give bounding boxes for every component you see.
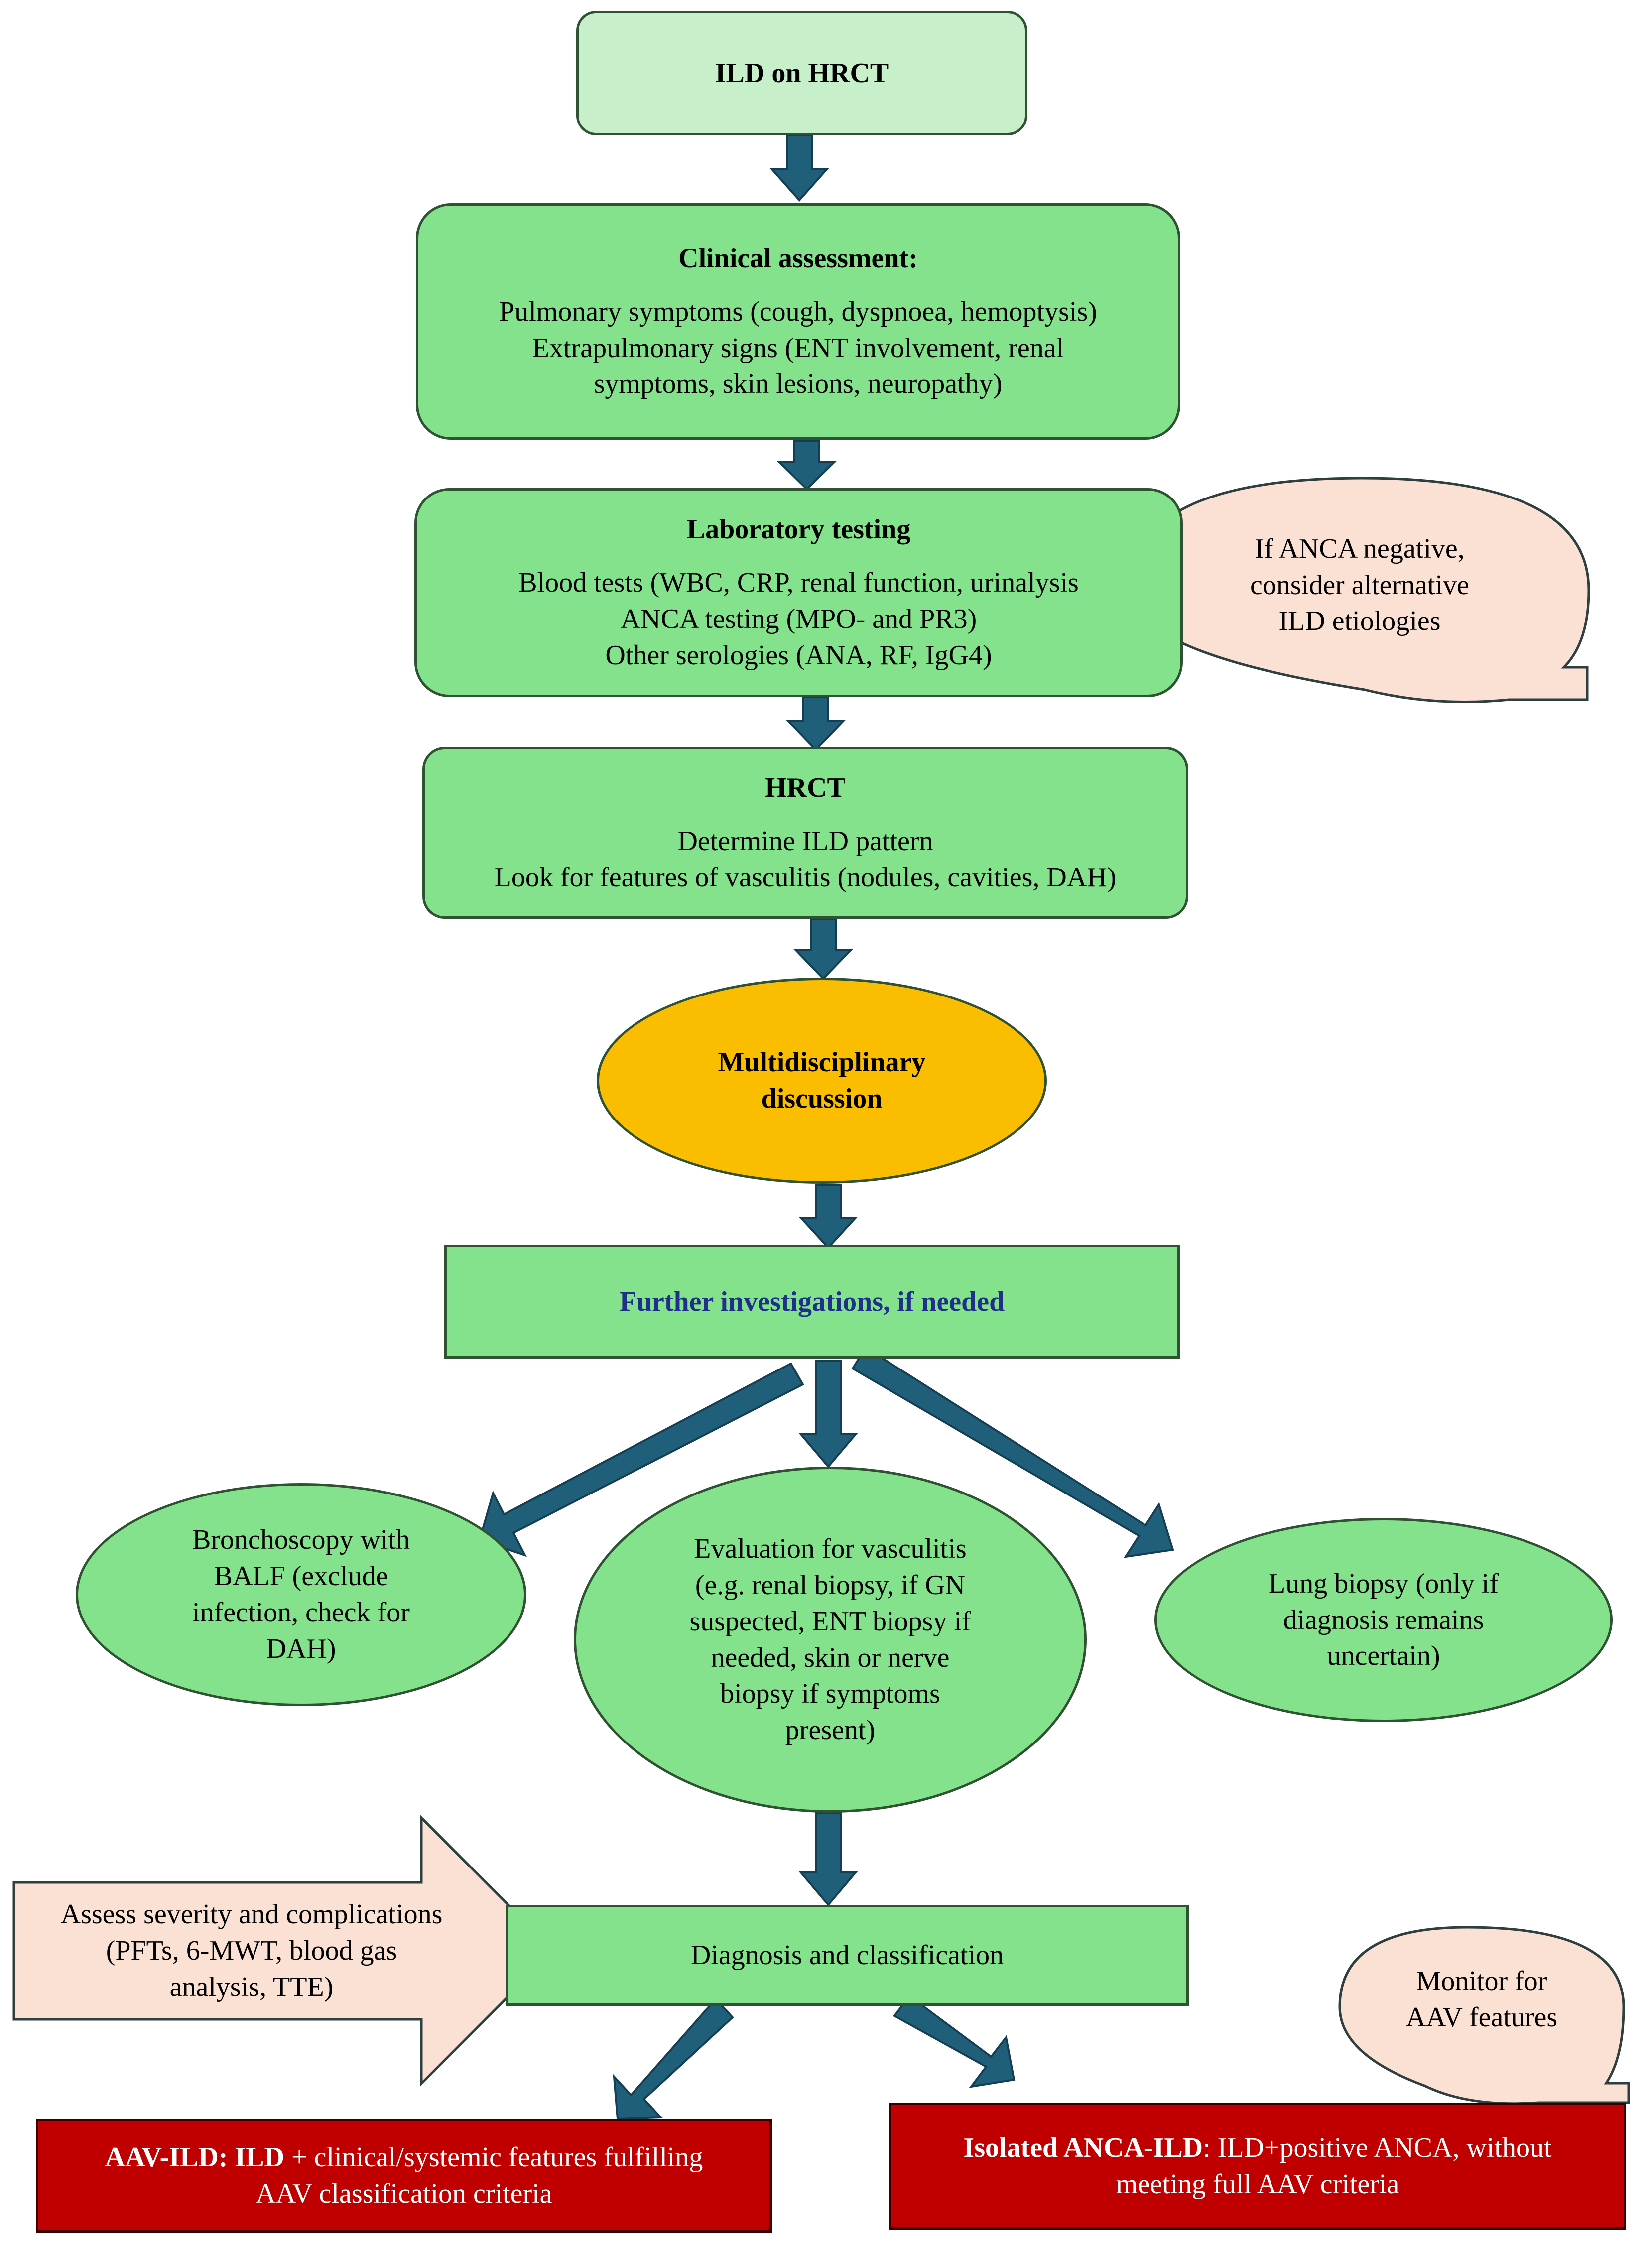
- anca-negative-line: consider alternative: [1250, 569, 1469, 601]
- severity-text: Assess severity and complications (PFTs,…: [20, 1887, 483, 2014]
- clinical-assessment-title: Clinical assessment:: [678, 243, 918, 274]
- bronchoscopy-line: infection, check for: [192, 1597, 410, 1628]
- lung-biopsy-line: Lung biopsy (only if: [1269, 1568, 1499, 1599]
- severity-block-arrow: [12, 1814, 556, 2087]
- monitor-text: Monitor for AAV features: [1345, 1940, 1619, 2059]
- laboratory-testing-line: ANCA testing (MPO- and PR3): [620, 604, 977, 634]
- bronchoscopy-line: BALF (exclude: [214, 1561, 388, 1592]
- bronchoscopy-ellipse: Bronchoscopy with BALF (exclude infectio…: [76, 1483, 526, 1706]
- aav-ild-box: AAV-ILD: ILD + clinical/systemic feature…: [36, 2119, 772, 2233]
- hrct-line: Look for features of vasculitis (nodules…: [494, 862, 1117, 893]
- further-investigations-title: Further investigations, if needed: [619, 1286, 1005, 1317]
- vasculitis-evaluation-line: (e.g. renal biopsy, if GN: [695, 1569, 966, 1601]
- vasculitis-evaluation-line: biopsy if symptoms: [720, 1678, 940, 1710]
- clinical-assessment-box: Clinical assessment: Pulmonary symptoms …: [416, 203, 1180, 440]
- arrow-clinical-to-lab: [777, 440, 837, 491]
- ild-on-hrct-title: ILD on HRCT: [715, 57, 889, 89]
- anca-negative-line: ILD etiologies: [1278, 606, 1441, 637]
- arrow-diagnosis-to-aav-ild: [613, 1997, 734, 2120]
- vasculitis-evaluation-line: Evaluation for vasculitis: [694, 1533, 967, 1565]
- mdd-line: discussion: [761, 1083, 883, 1114]
- severity-line: analysis, TTE): [169, 1971, 334, 2002]
- arrow-diagnosis-to-isolated: [893, 1994, 1016, 2088]
- anca-negative-text: If ANCA negative, consider alternative I…: [1145, 503, 1574, 667]
- severity-line: Assess severity and complications: [60, 1899, 443, 1930]
- isolated-rest: : ILD+positive ANCA, without: [1203, 2132, 1552, 2163]
- lung-biopsy-line: uncertain): [1327, 1640, 1440, 1672]
- aav-ild-rest: + clinical/systemic features fulfilling: [284, 2142, 703, 2173]
- laboratory-testing-box: Laboratory testing Blood tests (WBC, CRP…: [414, 488, 1183, 697]
- isolated-line2: meeting full AAV criteria: [1116, 2168, 1399, 2200]
- laboratory-testing-line: Other serologies (ANA, RF, IgG4): [605, 639, 992, 671]
- multidisciplinary-discussion-ellipse: Multidisciplinary discussion: [597, 978, 1047, 1184]
- bronchoscopy-line: DAH): [266, 1633, 336, 1664]
- arrow-further-to-vasculitis: [798, 1360, 858, 1469]
- arrow-lab-to-hrct: [786, 696, 846, 751]
- isolated-bold: Isolated ANCA-ILD: [963, 2132, 1203, 2163]
- arrow-hrct-to-mdd: [793, 918, 853, 980]
- arrow-further-to-lung-biopsy: [851, 1346, 1174, 1558]
- lung-biopsy-ellipse: Lung biopsy (only if diagnosis remains u…: [1154, 1518, 1613, 1722]
- aav-ild-bold: AAV-ILD: ILD: [105, 2142, 285, 2173]
- arrow-mdd-to-further: [798, 1184, 858, 1249]
- laboratory-testing-title: Laboratory testing: [686, 514, 911, 545]
- vasculitis-evaluation-line: suspected, ENT biopsy if: [689, 1606, 971, 1637]
- diagnosis-classification-title: Diagnosis and classification: [690, 1940, 1004, 1971]
- hrct-box: HRCT Determine ILD pattern Look for feat…: [422, 747, 1188, 919]
- hrct-title: HRCT: [765, 772, 846, 804]
- lung-biopsy-line: diagnosis remains: [1283, 1604, 1484, 1635]
- isolated-anca-ild-box: Isolated ANCA-ILD: ILD+positive ANCA, wi…: [889, 2103, 1626, 2230]
- clinical-assessment-line: Extrapulmonary signs (ENT involvement, r…: [532, 332, 1064, 364]
- anca-negative-line: If ANCA negative,: [1255, 533, 1465, 564]
- vasculitis-evaluation-line: present): [785, 1715, 876, 1746]
- aav-ild-line1: AAV-ILD: ILD + clinical/systemic feature…: [105, 2139, 703, 2176]
- mdd-line: Multidisciplinary: [718, 1047, 926, 1078]
- ild-on-hrct-box: ILD on HRCT: [576, 11, 1027, 135]
- isolated-line1: Isolated ANCA-ILD: ILD+positive ANCA, wi…: [963, 2130, 1551, 2166]
- laboratory-testing-line: Blood tests (WBC, CRP, renal function, u…: [518, 567, 1079, 599]
- monitor-line: AAV features: [1405, 2002, 1558, 2033]
- arrow-vasculitis-to-diagnosis: [798, 1812, 858, 1907]
- monitor-bubble: [1338, 1926, 1630, 2105]
- hrct-line: Determine ILD pattern: [677, 826, 933, 857]
- further-investigations-box: Further investigations, if needed: [444, 1245, 1180, 1359]
- clinical-assessment-line: Pulmonary symptoms (cough, dyspnoea, hem…: [499, 296, 1097, 327]
- arrow-ild-to-clinical: [769, 134, 829, 202]
- bronchoscopy-line: Bronchoscopy with: [192, 1524, 410, 1556]
- vasculitis-evaluation-ellipse: Evaluation for vasculitis (e.g. renal bi…: [574, 1467, 1087, 1813]
- clinical-assessment-line: symptoms, skin lesions, neuropathy): [594, 369, 1003, 400]
- aav-ild-line2: AAV classification criteria: [255, 2178, 552, 2209]
- diagnosis-classification-box: Diagnosis and classification: [506, 1905, 1189, 2006]
- severity-line: (PFTs, 6-MWT, blood gas: [106, 1935, 397, 1967]
- vasculitis-evaluation-line: needed, skin or nerve: [711, 1642, 950, 1673]
- monitor-line: Monitor for: [1416, 1966, 1547, 1997]
